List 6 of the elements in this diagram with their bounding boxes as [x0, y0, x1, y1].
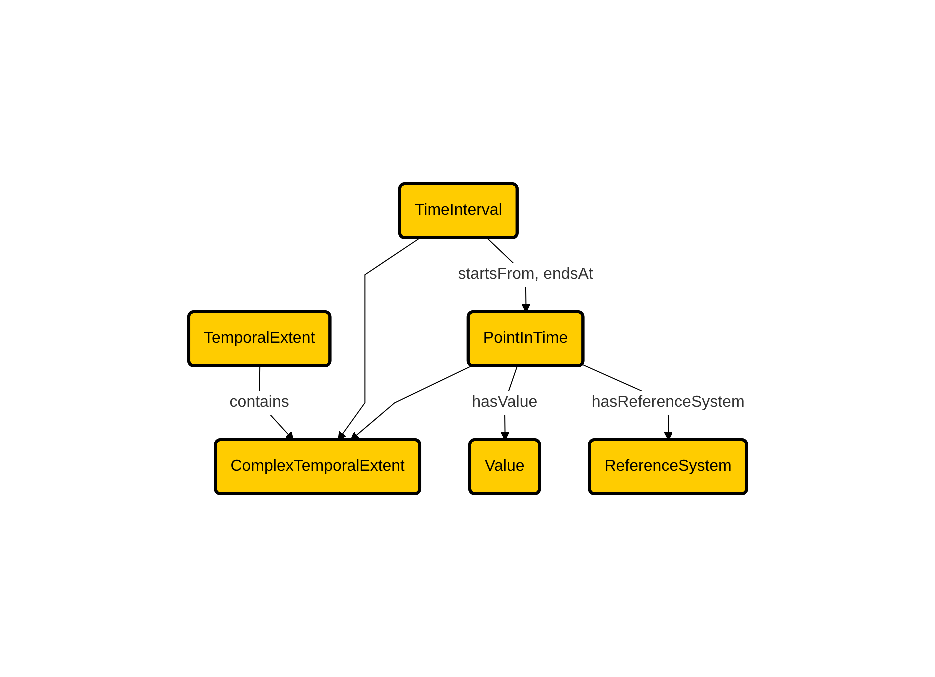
edge-label: hasReferenceSystem [591, 393, 744, 410]
edge-label: hasValue [472, 393, 538, 410]
edge-label: startsFrom, endsAt [458, 265, 593, 282]
arrow [350, 365, 472, 440]
edge-label: contains [229, 393, 289, 410]
arrow [337, 238, 420, 440]
